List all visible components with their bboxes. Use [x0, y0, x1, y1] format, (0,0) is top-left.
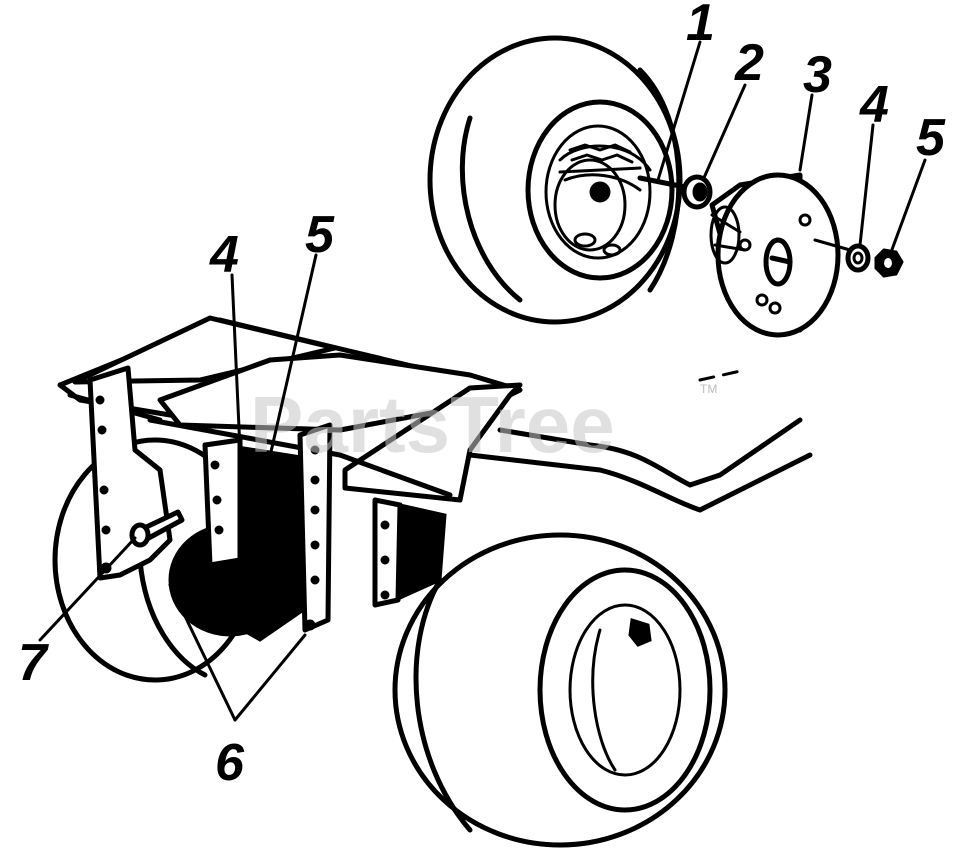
- callout-4-lower: 4: [209, 226, 239, 284]
- callout-3: 3: [803, 46, 832, 104]
- watermark-text: PartsTree: [250, 380, 615, 469]
- callout-labels: 1 2 3 4 5 4 5 7 6: [18, 0, 946, 792]
- watermark-trademark: TM: [700, 382, 717, 396]
- callout-1: 1: [686, 0, 715, 52]
- lower-cart-assembly: [52, 315, 813, 848]
- callout-2: 2: [734, 34, 764, 92]
- callout-6: 6: [215, 734, 245, 792]
- callout-4-upper: 4: [859, 76, 889, 134]
- upper-wheel-assembly: [427, 35, 904, 338]
- callout-5-upper: 5: [916, 109, 946, 167]
- callout-7: 7: [18, 634, 49, 692]
- callout-5-lower: 5: [305, 206, 335, 264]
- leader-lines: [38, 40, 927, 722]
